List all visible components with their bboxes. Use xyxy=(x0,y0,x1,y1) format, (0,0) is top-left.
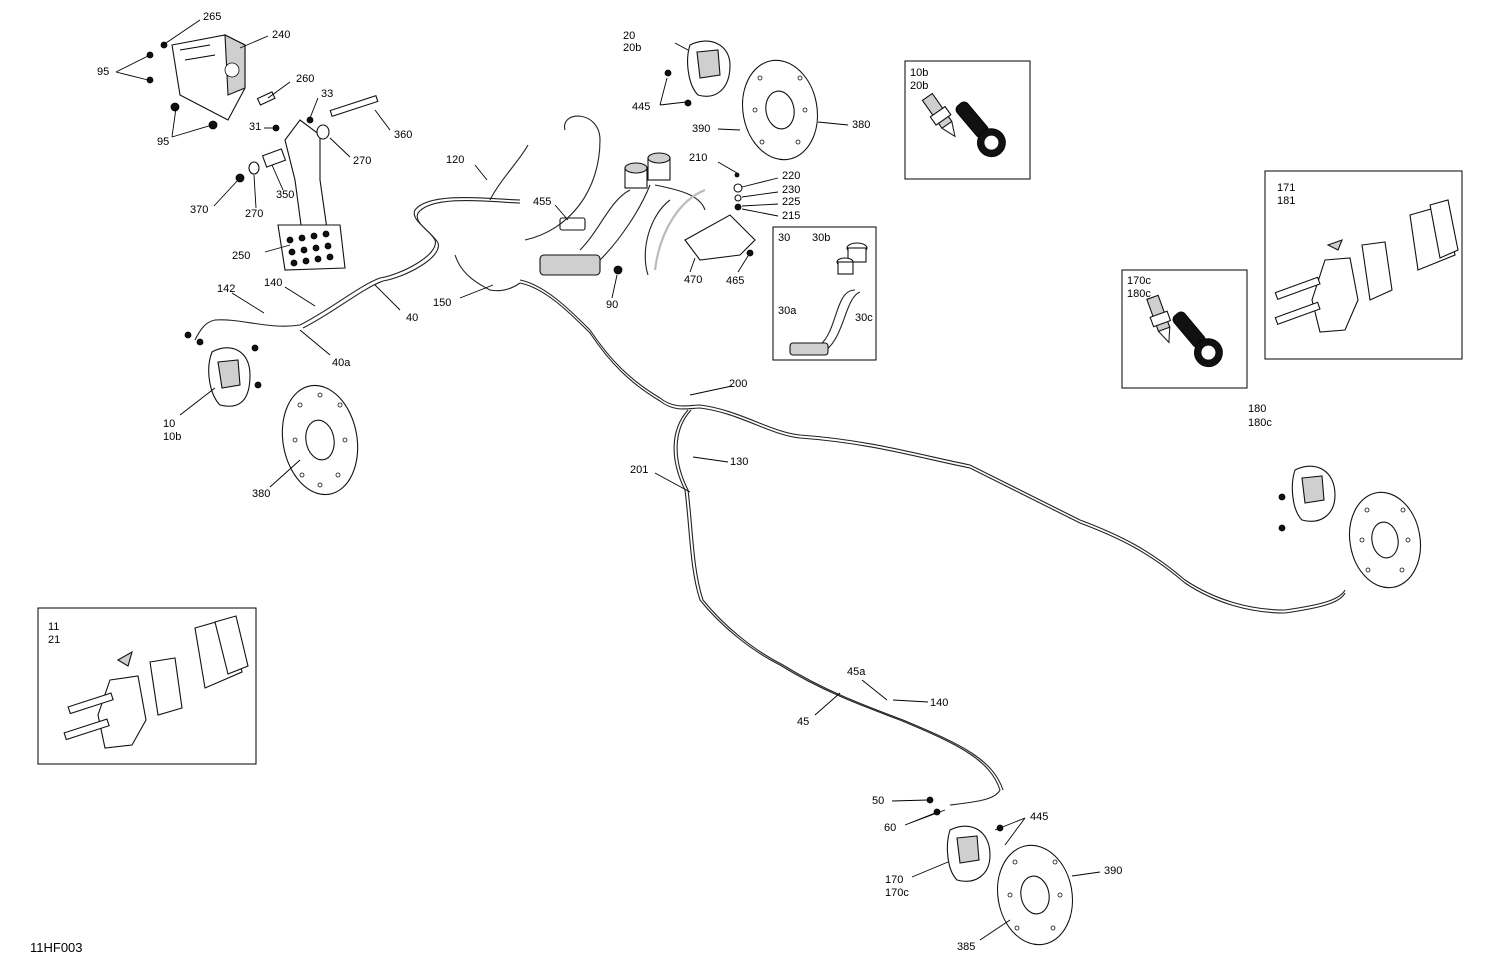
callout-labels: 265 240 95 95 260 33 31 360 270 350 370 … xyxy=(48,11,1295,953)
inset-master-cylinder xyxy=(772,226,877,361)
callout-20b: 20b xyxy=(623,42,641,54)
callout-390: 390 xyxy=(692,123,710,135)
callout-201: 201 xyxy=(630,464,648,476)
callout-120: 120 xyxy=(446,154,464,166)
caliper-front-right xyxy=(664,40,731,107)
callout-30a: 30a xyxy=(778,305,797,317)
callout-10: 10 xyxy=(163,418,175,430)
callout-270: 270 xyxy=(245,208,263,220)
callout-142: 142 xyxy=(217,283,235,295)
inset-bleeder-rear xyxy=(1121,269,1248,389)
callout-30c: 30c xyxy=(855,312,873,324)
callout-210: 210 xyxy=(689,152,707,164)
callout-170c: 170c xyxy=(1127,275,1151,287)
callout-465: 465 xyxy=(726,275,744,287)
callout-350: 350 xyxy=(276,189,294,201)
callout-390: 390 xyxy=(1104,865,1122,877)
callout-170: 170 xyxy=(885,874,903,886)
inset-bleeder-front xyxy=(904,60,1031,180)
callout-250: 250 xyxy=(232,250,250,262)
callout-45a: 45a xyxy=(847,666,866,678)
brake-pedal-assembly xyxy=(146,34,379,271)
callout-171: 171 xyxy=(1277,182,1295,194)
callout-180c: 180c xyxy=(1248,417,1272,429)
callout-140: 140 xyxy=(930,697,948,709)
callout-180c: 180c xyxy=(1127,288,1151,300)
caliper-front-left xyxy=(184,331,262,407)
callout-95: 95 xyxy=(157,136,169,148)
disc-front-left xyxy=(281,384,359,496)
callout-140: 140 xyxy=(264,277,282,289)
callout-445: 445 xyxy=(632,101,650,113)
callout-31: 31 xyxy=(249,121,261,133)
callout-30: 30 xyxy=(778,232,790,244)
figure-code: 11HF003 xyxy=(30,940,83,955)
callout-270: 270 xyxy=(353,155,371,167)
callout-181: 181 xyxy=(1277,195,1295,207)
callout-20: 20 xyxy=(623,30,635,42)
caliper-rear-left xyxy=(926,796,1004,882)
callout-385: 385 xyxy=(957,941,975,953)
callout-10b: 10b xyxy=(910,67,928,79)
callout-370: 370 xyxy=(190,204,208,216)
callout-40a: 40a xyxy=(332,357,351,369)
inset-front-pads xyxy=(37,607,257,765)
callout-45: 45 xyxy=(797,716,809,728)
callout-150: 150 xyxy=(433,297,451,309)
callout-240: 240 xyxy=(272,29,290,41)
disc-rear-left xyxy=(996,844,1074,946)
callout-200: 200 xyxy=(729,378,747,390)
callout-40: 40 xyxy=(406,312,418,324)
callout-60: 60 xyxy=(884,822,896,834)
callout-360: 360 xyxy=(394,129,412,141)
callout-20b: 20b xyxy=(910,80,928,92)
disc-front-right xyxy=(741,59,819,161)
pedal-pad-holes xyxy=(286,230,334,267)
callout-130: 130 xyxy=(730,456,748,468)
callout-265: 265 xyxy=(203,11,221,23)
callout-470: 470 xyxy=(684,274,702,286)
callout-10b: 10b xyxy=(163,431,181,443)
callout-21: 21 xyxy=(48,634,60,646)
callout-33: 33 xyxy=(321,88,333,100)
callout-225: 225 xyxy=(782,196,800,208)
callout-455: 455 xyxy=(533,196,551,208)
brake-lines xyxy=(194,144,1346,806)
caliper-rear-right xyxy=(1278,465,1336,532)
leader-lines xyxy=(115,19,1101,941)
callout-230: 230 xyxy=(782,184,800,196)
callout-260: 260 xyxy=(296,73,314,85)
callout-220: 220 xyxy=(782,170,800,182)
callout-380: 380 xyxy=(252,488,270,500)
callout-445: 445 xyxy=(1030,811,1048,823)
callout-11: 11 xyxy=(48,621,59,633)
callout-90: 90 xyxy=(606,299,618,311)
callout-380: 380 xyxy=(852,119,870,131)
callout-30b: 30b xyxy=(812,232,830,244)
master-cylinder-reservoirs xyxy=(524,115,756,276)
callout-180: 180 xyxy=(1248,403,1266,415)
callout-50: 50 xyxy=(872,795,884,807)
disc-rear-right xyxy=(1348,491,1422,589)
inset-rear-pads xyxy=(1264,170,1463,360)
callout-215: 215 xyxy=(782,210,800,222)
callout-95: 95 xyxy=(97,66,109,78)
callout-170c: 170c xyxy=(885,887,909,899)
